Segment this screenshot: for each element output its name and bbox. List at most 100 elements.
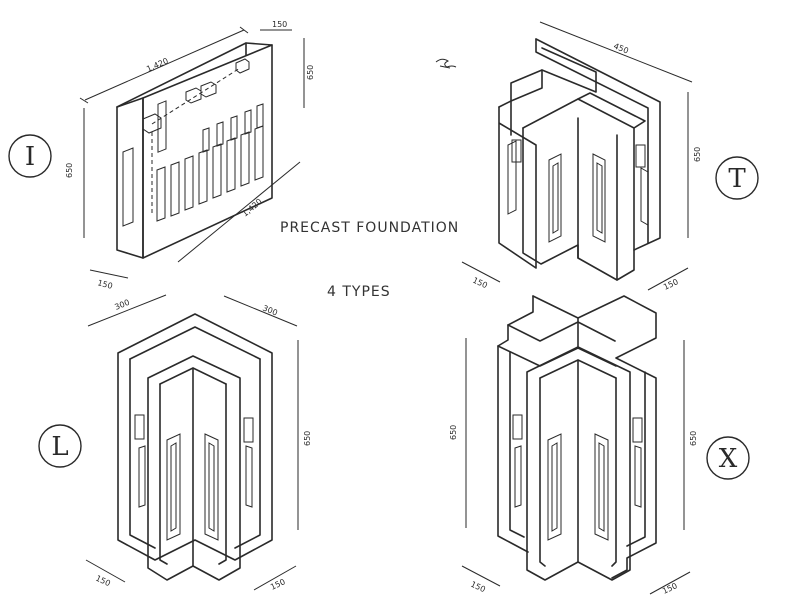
slot	[594, 433, 609, 541]
slot	[548, 153, 562, 243]
slot	[226, 137, 236, 193]
type-l-dim-top-right: 300	[261, 304, 279, 318]
type-l-dim-bottom-left: 150	[94, 574, 112, 589]
dim-line	[177, 161, 301, 263]
type-l-badge-letter: L	[51, 432, 68, 462]
dim-line	[223, 295, 298, 327]
type-l-corner-left	[159, 383, 168, 565]
type-t-dim-bottom-left: 150	[471, 276, 489, 291]
dim-tick	[79, 97, 89, 104]
type-x-connector	[632, 417, 643, 443]
slot	[245, 445, 253, 508]
dim-line	[87, 294, 167, 327]
slot	[514, 445, 522, 508]
slot	[170, 442, 177, 532]
type-l-outer	[117, 313, 273, 561]
type-t-left-flange	[498, 69, 543, 108]
type-i-end-face	[116, 97, 144, 259]
type-l-drawing: 300 300 650 150 150	[85, 294, 312, 592]
type-x-connector	[512, 414, 523, 440]
type-l-inner-right	[234, 358, 261, 549]
type-i-dim-top: 1,420	[145, 56, 170, 74]
type-x-dim-left: 650	[449, 425, 458, 440]
type-l-badge	[38, 424, 82, 468]
dim-line	[647, 267, 689, 291]
slot	[138, 445, 146, 508]
type-t-back-wall	[535, 38, 661, 251]
type-t-badge	[715, 156, 759, 200]
type-l-connector	[243, 417, 254, 443]
dim-line	[253, 565, 297, 591]
slot	[216, 121, 224, 147]
slot	[212, 143, 222, 199]
type-i-connector	[142, 113, 162, 134]
scribble-mark	[435, 58, 457, 69]
type-l-corner-block	[147, 355, 241, 581]
dim-line	[85, 559, 126, 583]
type-i-dim-right: 650	[306, 65, 315, 80]
slot	[592, 153, 606, 243]
type-t-dim-right: 650	[693, 147, 702, 162]
type-i-dim-left: 650	[65, 163, 74, 178]
dim-line	[461, 261, 501, 283]
type-x-core	[526, 346, 631, 581]
type-i-drawing: 1,420 150 650 650 1,420 150	[65, 20, 315, 291]
type-x-core-left	[539, 377, 546, 567]
type-i-dim-right-top: 150	[272, 20, 287, 29]
slot	[184, 155, 194, 211]
type-x-top-inner	[507, 321, 616, 342]
slot	[204, 433, 219, 541]
type-t-top-cap	[541, 47, 597, 93]
type-t-stem-top	[577, 92, 646, 129]
type-x-dim-bottom-right: 150	[661, 581, 679, 596]
type-x-outer-right	[532, 295, 657, 579]
slot	[122, 147, 134, 227]
slot	[640, 167, 649, 226]
slot	[244, 109, 252, 135]
type-t-drawing: 450 650 150 150	[461, 21, 702, 292]
slot	[198, 149, 208, 205]
type-t-dim-bottom-right: 150	[662, 277, 680, 292]
type-x-left-inner	[509, 351, 525, 538]
type-x-badge	[706, 436, 750, 480]
type-x-dim-right: 650	[689, 431, 698, 446]
type-l-corner-right	[218, 383, 227, 565]
type-i-connector	[185, 87, 202, 104]
type-x-outer-left	[497, 295, 534, 553]
slot	[551, 442, 558, 532]
type-x-right-inner	[626, 371, 646, 547]
slot	[552, 162, 559, 234]
slot	[547, 433, 562, 541]
diagram-subtitle: 4 TYPES	[327, 284, 391, 300]
type-l-dim-right: 650	[303, 431, 312, 446]
type-i-front-face	[142, 44, 273, 259]
slot	[598, 442, 605, 532]
slot	[240, 131, 250, 187]
type-l-inner-top	[129, 326, 261, 360]
slot	[254, 125, 264, 181]
type-x-badge-letter: X	[719, 444, 738, 474]
type-l-connector	[134, 414, 145, 440]
slot	[507, 140, 517, 215]
type-i-connector	[200, 81, 217, 98]
slot	[202, 127, 210, 153]
slot	[230, 115, 238, 141]
slot	[166, 433, 181, 541]
diagram-title: PRECAST FOUNDATION	[280, 220, 459, 236]
slot	[156, 166, 166, 222]
type-t-connector	[635, 144, 646, 168]
type-i-dash-line	[151, 67, 241, 125]
slot	[256, 103, 264, 129]
type-x-drawing: 650 650 150 150	[449, 295, 698, 596]
type-x-core-right	[611, 377, 617, 567]
type-t-left-wall	[498, 106, 537, 269]
dim-line	[649, 571, 691, 595]
slot	[157, 100, 167, 153]
type-i-slot-group	[122, 103, 264, 227]
type-l-inner-left	[129, 358, 156, 549]
slot	[596, 162, 603, 234]
type-t-badge-letter: T	[728, 164, 746, 194]
dim-line	[89, 269, 129, 279]
type-i-connector	[235, 58, 250, 74]
